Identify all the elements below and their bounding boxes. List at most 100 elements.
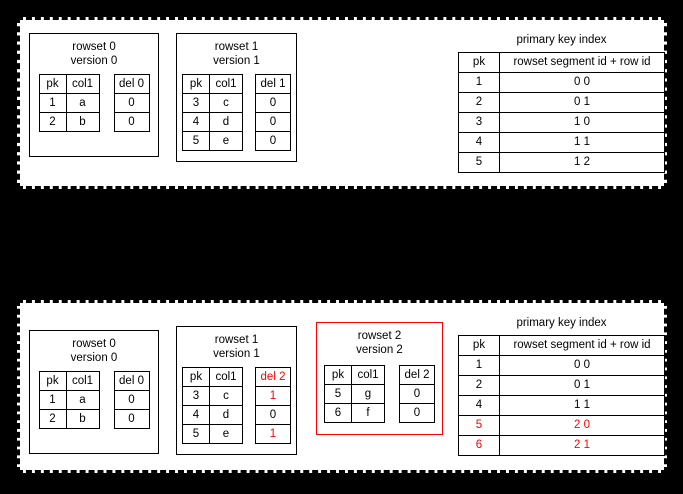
- table-header-row: del 2: [399, 365, 435, 385]
- cell-col1: b: [65, 409, 100, 429]
- table-row: 3 c: [182, 386, 243, 406]
- column-header-del: del 0: [113, 74, 150, 94]
- cell-pk: 3: [182, 386, 210, 406]
- cell-location: 1 1: [499, 395, 665, 416]
- column-header-pk: pk: [182, 367, 210, 387]
- cell-location: 1 0: [499, 112, 665, 133]
- table-header-row: pk rowset segment id + row id: [458, 52, 665, 73]
- pki-table: pk rowset segment id + row id 1 0 0 2 0 …: [458, 335, 665, 456]
- rowset-title: rowset 0 version 0: [70, 41, 118, 67]
- rowset-delete-table: del 1 0 0 0: [255, 74, 291, 151]
- cell-col1: e: [209, 424, 243, 444]
- table-header-row: pk col1: [38, 371, 100, 391]
- cell-pk: 4: [182, 405, 210, 425]
- pki-title: primary key index: [516, 317, 607, 329]
- cell-col1: c: [209, 93, 243, 113]
- table-row: 1 a: [38, 93, 100, 113]
- rowset-data-table: pk col1 3 c 4 d 5 e: [182, 367, 243, 444]
- cell-col1: a: [65, 93, 100, 113]
- table-row: 3 1 0: [458, 112, 665, 133]
- table-header-row: del 0: [113, 371, 150, 391]
- table-header-row: del 1: [255, 74, 291, 94]
- table-row: 6 f: [324, 403, 385, 423]
- cell-location: 1 2: [499, 152, 665, 173]
- table-row: 1 0 0: [458, 355, 665, 376]
- table-row: 5 1 2: [458, 152, 665, 173]
- rowset-title: rowset 1 version 1: [213, 41, 260, 67]
- table-row: 1 0 0: [458, 72, 665, 93]
- table-row: 4 d: [182, 112, 243, 132]
- cell-col1: a: [65, 390, 100, 410]
- primary-key-index-after: primary key index pk rowset segment id +…: [458, 316, 665, 456]
- cell-pk: 2: [38, 112, 67, 132]
- table-header-row: del 2: [255, 367, 291, 387]
- table-row: 0: [113, 112, 150, 132]
- table-row: 2 b: [38, 409, 100, 429]
- primary-key-index-before: primary key index pk rowset segment id +…: [458, 33, 665, 173]
- column-header-del: del 0: [113, 371, 150, 391]
- column-header-location: rowset segment id + row id: [499, 52, 665, 73]
- cell-del: 1: [255, 386, 291, 406]
- table-row: 4 1 1: [458, 395, 665, 416]
- column-header-del: del 1: [255, 74, 291, 94]
- cell-del: 0: [255, 405, 291, 425]
- column-header-col1: col1: [351, 365, 385, 385]
- cell-pk: 5: [458, 152, 500, 173]
- rowset-title: rowset 2 version 2: [356, 330, 403, 356]
- table-row: 5 2 0: [458, 415, 665, 436]
- cell-col1: c: [209, 386, 243, 406]
- table-row: 1: [255, 386, 291, 406]
- table-header-row: pk col1: [324, 365, 385, 385]
- table-row: 0: [399, 403, 435, 423]
- cell-col1: d: [209, 405, 243, 425]
- cell-col1: b: [65, 112, 100, 132]
- cell-del: 0: [255, 112, 291, 132]
- rowset-box-2-after: rowset 2 version 2 pk col1 5 g 6 f del 2…: [316, 322, 443, 435]
- cell-pk: 2: [38, 409, 67, 429]
- rowset-box-0-before: rowset 0 version 0 pk col1 1 a 2 b del 0…: [29, 33, 159, 157]
- cell-col1: d: [209, 112, 243, 132]
- table-row: 3 c: [182, 93, 243, 113]
- cell-pk: 1: [38, 390, 67, 410]
- table-row: 5 e: [182, 424, 243, 444]
- cell-pk: 5: [182, 131, 210, 151]
- column-header-col1: col1: [65, 371, 100, 391]
- pki-table: pk rowset segment id + row id 1 0 0 2 0 …: [458, 52, 665, 173]
- table-header-row: del 0: [113, 74, 150, 94]
- table-row: 6 2 1: [458, 435, 665, 456]
- cell-pk: 1: [458, 72, 500, 93]
- cell-location: 2 1: [499, 435, 665, 456]
- rowset-title: rowset 0 version 0: [70, 338, 118, 364]
- pki-title: primary key index: [516, 34, 607, 46]
- table-row: 0: [255, 112, 291, 132]
- table-row: 5 e: [182, 131, 243, 151]
- rowset-delete-table: del 2 1 0 1: [255, 367, 291, 444]
- column-header-location: rowset segment id + row id: [499, 335, 665, 356]
- rowset-data-table: pk col1 1 a 2 b: [38, 371, 100, 429]
- cell-del: 0: [113, 93, 150, 113]
- cell-pk: 6: [324, 403, 352, 423]
- table-row: 2 0 1: [458, 375, 665, 396]
- cell-del: 0: [255, 131, 291, 151]
- column-header-pk: pk: [38, 74, 67, 94]
- rowset-box-0-after: rowset 0 version 0 pk col1 1 a 2 b del 0…: [29, 330, 159, 454]
- column-header-del: del 2: [255, 367, 291, 387]
- column-header-pk: pk: [182, 74, 210, 94]
- cell-del: 0: [113, 390, 150, 410]
- cell-pk: 2: [458, 375, 500, 396]
- cell-location: 0 1: [499, 375, 665, 396]
- cell-location: 0 1: [499, 92, 665, 113]
- table-header-row: pk rowset segment id + row id: [458, 335, 665, 356]
- column-header-col1: col1: [65, 74, 100, 94]
- cell-pk: 2: [458, 92, 500, 113]
- cell-del: 0: [399, 384, 435, 404]
- table-row: 0: [113, 93, 150, 113]
- table-row: 0: [255, 93, 291, 113]
- rowset-data-table: pk col1 1 a 2 b: [38, 74, 100, 132]
- cell-pk: 1: [458, 355, 500, 376]
- cell-col1: g: [351, 384, 385, 404]
- table-row: 0: [399, 384, 435, 404]
- table-row: 2 0 1: [458, 92, 665, 113]
- table-row: 0: [255, 131, 291, 151]
- rowset-delete-table: del 0 0 0: [113, 371, 150, 429]
